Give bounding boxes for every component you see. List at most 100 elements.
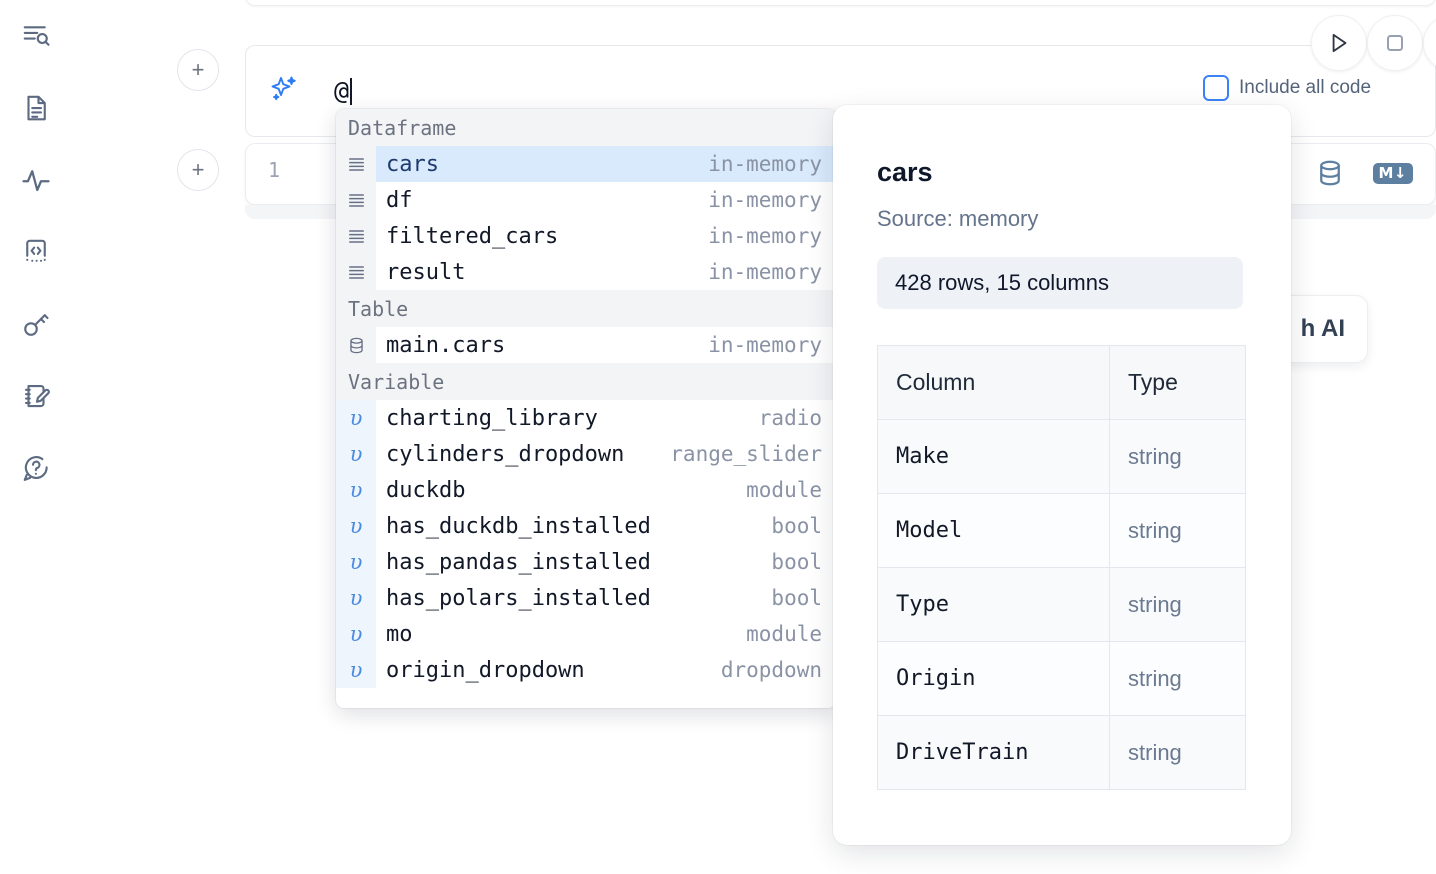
variable-upsilon-icon: υ [349, 658, 363, 682]
include-all-code-checkbox[interactable] [1203, 75, 1229, 101]
schema-column-type: string [1109, 493, 1246, 568]
add-cell-plus-icon: + [191, 57, 205, 82]
variable-upsilon-icon: υ [349, 514, 363, 538]
add-cell-button-top[interactable]: + [177, 49, 219, 91]
detail-title: cars [877, 157, 933, 187]
type-header: Type [1109, 345, 1246, 420]
stop-square-icon [1387, 35, 1403, 51]
text-caret [350, 78, 353, 105]
autocomplete-item[interactable]: υ has_duckdb_installed bool [336, 508, 836, 544]
schema-column-type: string [1109, 567, 1246, 642]
variable-upsilon-icon: υ [349, 586, 363, 610]
stop-button[interactable] [1367, 15, 1423, 71]
include-all-code-row[interactable]: Include all code [1203, 75, 1371, 101]
outline-search-icon[interactable] [14, 14, 58, 58]
autocomplete-item-kind: in-memory [708, 188, 822, 212]
schema-column-name: Model [877, 493, 1110, 568]
dataframe-rows-icon [348, 229, 364, 243]
autocomplete-item-name: cylinders_dropdown [386, 441, 625, 467]
autocomplete-item[interactable]: υ has_pandas_installed bool [336, 544, 836, 580]
autocomplete-item-name: has_duckdb_installed [386, 513, 651, 539]
variable-upsilon-icon: υ [349, 442, 363, 466]
autocomplete-item[interactable]: df in-memory [336, 182, 836, 218]
run-button[interactable] [1311, 15, 1367, 71]
cell-action-icons: M↓ [1315, 158, 1413, 188]
database-icon[interactable] [1315, 158, 1345, 188]
autocomplete-item[interactable]: υ charting_library radio [336, 400, 836, 436]
autocomplete-item-kind: radio [758, 406, 822, 430]
variable-upsilon-icon: υ [336, 472, 376, 508]
autocomplete-item[interactable]: υ cylinders_dropdown range_slider [336, 436, 836, 472]
schema-column-name: Origin [877, 641, 1110, 716]
autocomplete-item-kind: in-memory [708, 224, 822, 248]
autocomplete-item[interactable]: result in-memory [336, 254, 836, 290]
markdown-badge[interactable]: M↓ [1372, 162, 1413, 184]
variable-upsilon-icon: υ [349, 622, 363, 646]
detail-shape-badge: 428 rows, 15 columns [877, 257, 1243, 309]
schema-column-name: DriveTrain [877, 715, 1110, 790]
autocomplete-item-name: result [386, 259, 466, 285]
autocomplete-item-kind: range_slider [670, 442, 822, 466]
dataframe-rows-icon [348, 193, 364, 207]
key-icon[interactable] [14, 302, 58, 346]
left-icon-rail [0, 0, 72, 874]
variable-upsilon-icon: υ [349, 550, 363, 574]
help-question-icon[interactable] [14, 446, 58, 490]
database-icon [336, 327, 376, 363]
autocomplete-item[interactable]: υ has_polars_installed bool [336, 580, 836, 616]
variable-detail-panel: cars Source: memory 428 rows, 15 columns… [833, 105, 1291, 845]
autocomplete-item-name: origin_dropdown [386, 657, 585, 683]
autocomplete-item-kind: bool [771, 550, 822, 574]
autocomplete-item-name: main.cars [386, 332, 506, 358]
autocomplete-item-kind: in-memory [708, 260, 822, 284]
variable-upsilon-icon: υ [336, 436, 376, 472]
autocomplete-item-name: filtered_cars [386, 223, 559, 249]
previous-cell-edge [245, 0, 1436, 6]
autocomplete-item-name: has_pandas_installed [386, 549, 651, 575]
variable-upsilon-icon: υ [349, 406, 363, 430]
variable-upsilon-icon: υ [336, 616, 376, 652]
variable-upsilon-icon: υ [336, 544, 376, 580]
autocomplete-item-name: df [386, 187, 413, 213]
activity-pulse-icon[interactable] [14, 158, 58, 202]
code-brackets-icon[interactable] [14, 230, 58, 274]
schema-column-type: string [1109, 641, 1246, 716]
autocomplete-item-name: cars [386, 151, 439, 177]
dataframe-rows-icon [348, 157, 364, 171]
autocomplete-item-kind: bool [771, 586, 822, 610]
add-cell-button-bottom[interactable]: + [177, 149, 219, 191]
schema-column-type: string [1109, 715, 1246, 790]
autocomplete-item-name: has_polars_installed [386, 585, 651, 611]
autocomplete-item-kind: bool [771, 514, 822, 538]
scratchpad-edit-icon[interactable] [14, 374, 58, 418]
database-icon [349, 337, 363, 353]
variable-upsilon-icon: υ [336, 508, 376, 544]
file-document-icon[interactable] [14, 86, 58, 130]
dataframe-rows-icon [336, 218, 376, 254]
autocomplete-item-name: duckdb [386, 477, 466, 503]
autocomplete-section-header: Variable [336, 363, 836, 400]
autocomplete-item-kind: in-memory [708, 152, 822, 176]
autocomplete-item-name: charting_library [386, 405, 598, 431]
autocomplete-item[interactable]: cars in-memory [336, 146, 836, 182]
schema-column-name: Make [877, 419, 1110, 494]
ai-prompt-value: @ [334, 76, 353, 105]
autocomplete-section-header: Dataframe [336, 109, 836, 146]
column-header: Column [877, 345, 1110, 420]
autocomplete-item[interactable]: filtered_cars in-memory [336, 218, 836, 254]
variable-upsilon-icon: υ [336, 400, 376, 436]
autocomplete-item-name: mo [386, 621, 413, 647]
variable-upsilon-icon: υ [336, 580, 376, 616]
dataframe-rows-icon [336, 182, 376, 218]
add-cell-plus-icon: + [191, 157, 205, 182]
